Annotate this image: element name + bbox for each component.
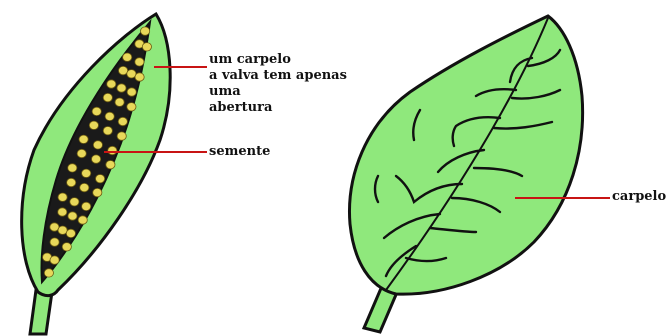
seed: [134, 72, 145, 82]
seed: [49, 237, 60, 247]
seed: [66, 177, 77, 188]
seed: [107, 145, 118, 156]
seed: [57, 207, 68, 217]
seed: [92, 140, 103, 150]
seed: [43, 268, 54, 278]
leaf-vein: [404, 256, 448, 263]
leaf-vein: [450, 196, 502, 214]
seed: [91, 106, 102, 117]
seed: [141, 42, 152, 52]
seed: [91, 154, 102, 164]
leaf-vein: [382, 212, 442, 240]
seed: [78, 134, 89, 144]
leaf-vein: [394, 174, 464, 205]
seed: [116, 131, 127, 141]
seed: [92, 188, 103, 198]
pointer-lines: [104, 66, 610, 199]
seed: [118, 66, 129, 76]
right-carpel-label: carpelo: [612, 189, 667, 204]
seed: [65, 228, 76, 238]
seed: [117, 116, 128, 127]
seed: [126, 87, 137, 97]
seed: [67, 163, 78, 173]
leaf-vein: [472, 166, 524, 178]
leaf-vein: [436, 148, 486, 174]
seed: [122, 52, 133, 62]
seed: [116, 83, 127, 93]
leaf-vein: [492, 120, 554, 130]
carpel-label-line2: a valva tem apenas: [209, 68, 347, 83]
seed: [57, 192, 68, 202]
seed: [105, 160, 116, 170]
seed: [140, 26, 151, 36]
seed-cluster: [42, 26, 152, 278]
seed: [79, 183, 90, 193]
leaf-vein: [474, 88, 518, 98]
carpel-label: um carpelo a valva tem apenas uma abertu…: [209, 52, 347, 116]
seed: [81, 168, 92, 178]
leaf-vein: [384, 244, 418, 278]
seed: [134, 57, 145, 67]
seed: [126, 102, 137, 112]
seed: [67, 211, 78, 221]
leaf-midrib: [385, 17, 549, 291]
seed: [126, 69, 137, 79]
carpel-label-line3: uma: [209, 84, 241, 99]
seed: [76, 148, 87, 159]
seed: [57, 225, 68, 235]
seed: [49, 255, 60, 265]
seed: [104, 111, 115, 122]
leaf-vein: [526, 48, 562, 68]
seed: [81, 201, 92, 211]
leaf-vein: [373, 174, 380, 204]
seed: [95, 174, 106, 184]
open-fruit: [20, 11, 172, 336]
seed: [69, 197, 80, 207]
carpel-label-line1: um carpelo: [209, 52, 291, 67]
leaf-vein: [451, 116, 502, 148]
leaf-veins: [373, 48, 562, 278]
carpel-label-line4: abertura: [209, 100, 273, 115]
leaf-vein: [428, 226, 478, 234]
carpel-leaf: [348, 14, 585, 334]
seed: [88, 120, 99, 130]
seed: [114, 97, 125, 107]
leaf-vein: [508, 56, 534, 84]
leaf-vein: [412, 108, 422, 142]
seed: [61, 242, 72, 252]
seed: [106, 79, 117, 89]
seed: [49, 222, 60, 232]
seed: [77, 215, 88, 225]
seed-label: semente: [209, 144, 271, 159]
seed: [102, 93, 113, 103]
seed: [102, 126, 113, 136]
leaf-vein: [510, 88, 562, 100]
